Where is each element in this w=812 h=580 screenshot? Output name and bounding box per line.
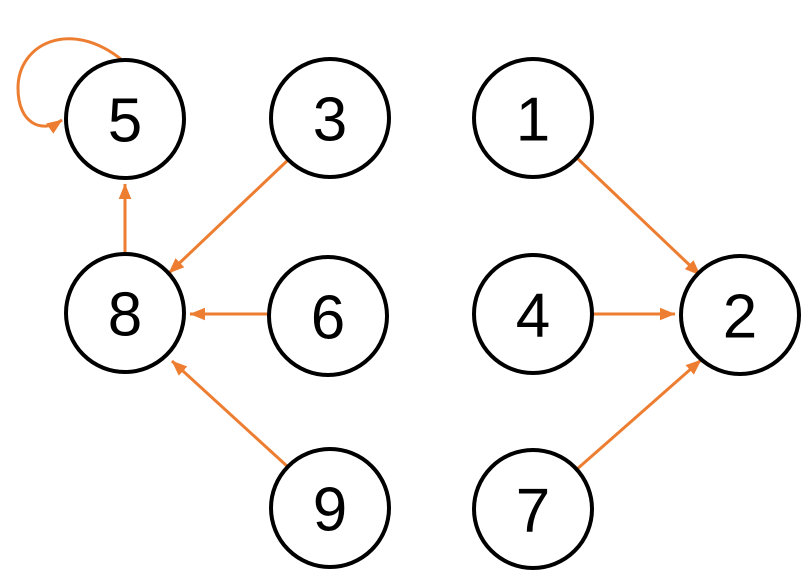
node-circle-8[interactable]: [64, 252, 186, 374]
node-circle-1[interactable]: [472, 57, 594, 179]
node-circle-2[interactable]: [679, 254, 801, 376]
edge-3-to-8[interactable]: [167, 158, 290, 275]
graph-node-7[interactable]: 7: [472, 448, 594, 570]
graph-node-2[interactable]: 2: [679, 254, 801, 376]
node-label-1: 1: [516, 86, 550, 155]
edge-5-to-5[interactable]: [16, 37, 123, 134]
graph-node-3[interactable]: 3: [269, 57, 391, 179]
node-circle-7[interactable]: [472, 448, 594, 570]
graph-node-4[interactable]: 4: [472, 253, 594, 375]
edge-1-to-2[interactable]: [575, 156, 702, 277]
node-circle-6[interactable]: [267, 255, 389, 377]
edge-7-to-2[interactable]: [575, 358, 702, 472]
graph-node-1[interactable]: 1: [472, 57, 594, 179]
node-label-5: 5: [108, 87, 142, 156]
node-circle-4[interactable]: [472, 253, 594, 375]
node-label-3: 3: [313, 86, 347, 155]
node-label-9: 9: [313, 476, 347, 545]
edge-layer: [16, 37, 702, 472]
node-label-2: 2: [723, 283, 757, 352]
node-label-4: 4: [516, 282, 550, 351]
edge-9-to-8[interactable]: [170, 359, 290, 469]
node-circle-9[interactable]: [269, 447, 391, 569]
graph-node-6[interactable]: 6: [267, 255, 389, 377]
graph-node-9[interactable]: 9: [269, 447, 391, 569]
node-label-6: 6: [311, 284, 345, 353]
node-circle-3[interactable]: [269, 57, 391, 179]
node-circle-5[interactable]: [64, 58, 186, 180]
node-layer: 5 3 1 8 6 4 2 9 7: [64, 57, 801, 570]
node-label-8: 8: [108, 281, 142, 350]
graph-node-8[interactable]: 8: [64, 252, 186, 374]
node-label-7: 7: [516, 477, 550, 546]
graph-node-5[interactable]: 5: [64, 58, 186, 180]
